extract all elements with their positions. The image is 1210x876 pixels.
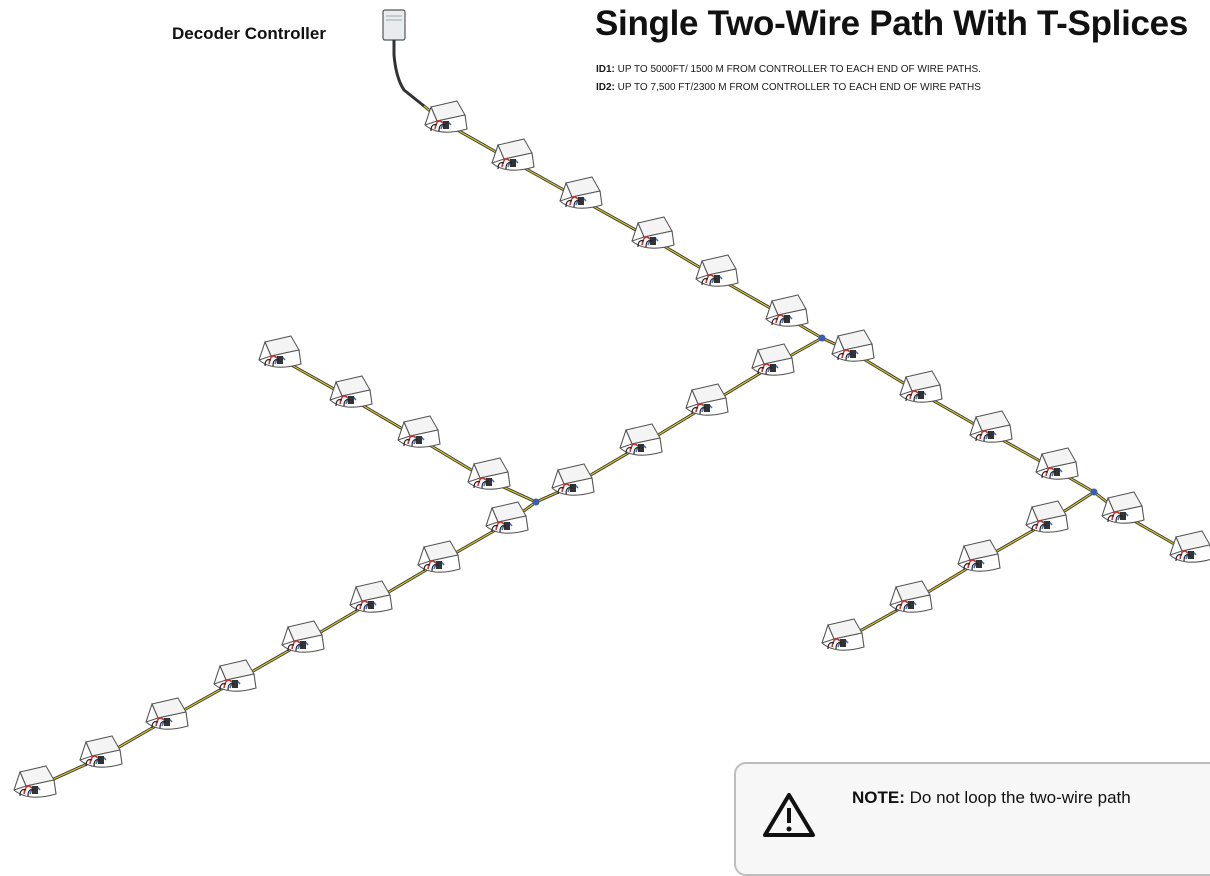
valve-box-icon [79,735,123,768]
valve-box-icon [397,415,441,448]
valve-box-icon [685,383,729,416]
valve-box-icon [631,216,675,249]
two-wire-paths [32,104,1192,790]
valve-box-icon [417,540,461,573]
controller-box-icon [382,9,425,108]
valve-box-icon [969,410,1013,443]
valve-box-icon [213,659,257,692]
valve-box-icon [889,580,933,613]
valve-box-icon [467,457,511,490]
t-splice-icon [1090,488,1098,496]
valve-box-icon [899,370,943,403]
valve-box-icon [1035,447,1079,480]
t-splice-icon [532,498,540,506]
valve-box-icon [551,463,595,496]
valve-box-icon [559,176,603,209]
valve-box-icon [485,501,529,534]
valve-box-icon [1101,491,1145,524]
diagram-canvas: Decoder Controller Single Two-Wire Path … [13,4,1210,876]
valve-box-icon [258,335,302,368]
valve-box-icon [281,620,325,653]
warning-icon [763,793,815,837]
valve-box-icon [491,138,535,171]
note-text: NOTE: Do not loop the two-wire path [852,788,1131,807]
valve-box-icon [145,697,189,730]
valve-box-icon [765,294,809,327]
t-splices [532,334,1098,506]
spec-id2: ID2: UP TO 7,500 FT/2300 M FROM CONTROLL… [596,82,981,93]
wiring-diagram [13,9,1210,798]
valve-box-icon [821,618,865,651]
valve-box-icon [329,375,373,408]
valve-box-icon [349,580,393,613]
valve-box-icon [831,329,875,362]
spec-id1: ID1: UP TO 5000FT/ 1500 M FROM CONTROLLE… [596,64,981,75]
valve-box-icon [957,539,1001,572]
valve-box-icon [13,765,57,798]
valve-box-icon [1025,500,1069,533]
valve-box-icon [424,100,468,133]
valve-box-icon [619,423,663,456]
valve-boxes [13,100,1210,798]
valve-box-icon [1169,530,1210,563]
t-splice-icon [818,334,826,342]
decoder-controller-label: Decoder Controller [172,24,326,43]
valve-box-icon [695,254,739,287]
valve-box-icon [751,343,795,376]
page-title: Single Two-Wire Path With T-Splices [595,4,1188,43]
note-box: NOTE: Do not loop the two-wire path [734,762,1210,876]
